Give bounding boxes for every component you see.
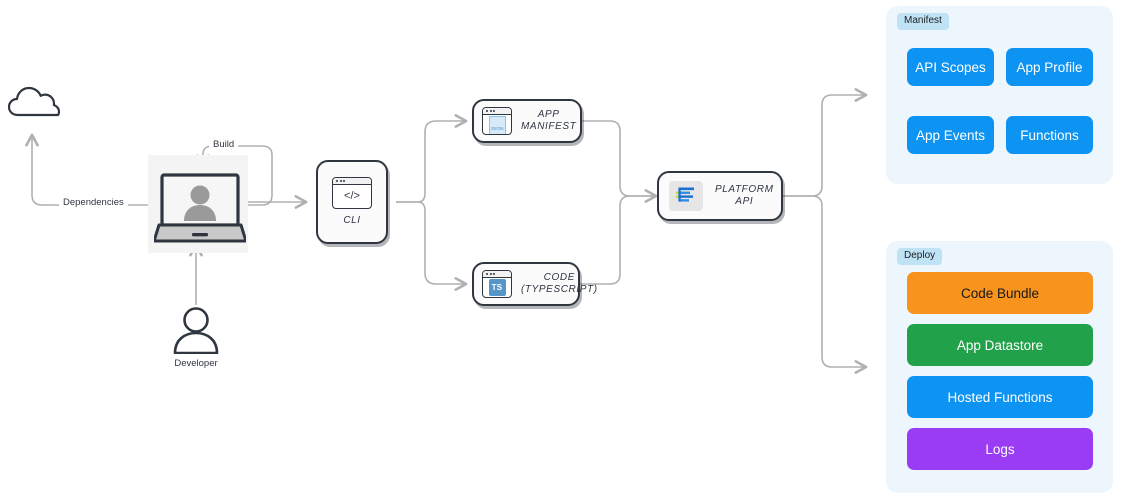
person-icon xyxy=(171,306,221,355)
edge-label-dependencies: Dependencies xyxy=(59,197,128,208)
laptop-icon xyxy=(152,173,248,245)
typescript-window-icon: TS xyxy=(482,270,512,298)
deploy-item-hosted-functions[interactable]: Hosted Functions xyxy=(907,376,1093,418)
panel-deploy-chip: Deploy xyxy=(897,248,943,265)
deploy-item-code-bundle[interactable]: Code Bundle xyxy=(907,272,1093,314)
edge-code-to-api xyxy=(580,195,656,285)
api-list-icon xyxy=(669,181,703,211)
edge-label-build: Build xyxy=(209,139,239,150)
ts-badge: TS xyxy=(488,279,506,296)
deploy-item-logs[interactable]: Logs xyxy=(907,428,1093,470)
panel-deploy: Deploy Code Bundle App Datastore Hosted … xyxy=(886,241,1113,493)
edge-cli-to-manifest xyxy=(396,114,468,203)
edge-build xyxy=(196,145,273,206)
edge-cli-to-code xyxy=(396,201,468,291)
code-window-icon: </> xyxy=(332,176,372,209)
json-file-window-icon: JSON xyxy=(482,107,512,135)
panel-manifest: Manifest API Scopes App Profile App Even… xyxy=(886,6,1113,184)
node-code[interactable]: TS CODE (TYPESCRIPT) xyxy=(472,262,597,306)
edge-api-to-deploy-panel xyxy=(782,195,868,374)
node-platform-api-label: PLATFORM API xyxy=(715,183,774,208)
json-file-label: JSON xyxy=(490,126,504,132)
edge-manifest-to-api xyxy=(582,120,658,203)
deploy-item-app-datastore[interactable]: App Datastore xyxy=(907,324,1093,366)
manifest-item-functions[interactable]: Functions xyxy=(1006,116,1093,154)
node-cli[interactable]: </> CLI xyxy=(316,160,388,244)
edge-api-to-manifest-panel xyxy=(782,88,868,197)
manifest-item-api-scopes[interactable]: API Scopes xyxy=(907,48,994,86)
node-app-manifest-label: APP MANIFEST xyxy=(521,108,577,133)
manifest-items: API Scopes App Profile App Events Functi… xyxy=(907,48,1093,154)
panel-manifest-chip: Manifest xyxy=(897,13,949,30)
code-glyph: </> xyxy=(344,190,360,203)
manifest-item-app-profile[interactable]: App Profile xyxy=(1006,48,1093,86)
cloud-icon xyxy=(7,84,61,118)
manifest-item-app-events[interactable]: App Events xyxy=(907,116,994,154)
node-code-label: CODE (TYPESCRIPT) xyxy=(521,271,598,296)
node-cli-label: CLI xyxy=(343,214,361,226)
edge-dependencies xyxy=(25,133,152,206)
developer-label: Developer xyxy=(174,358,218,369)
node-app-manifest[interactable]: JSON APP MANIFEST xyxy=(472,99,582,143)
node-platform-api[interactable]: PLATFORM API xyxy=(657,171,783,221)
deploy-items: Code Bundle App Datastore Hosted Functio… xyxy=(907,272,1093,470)
